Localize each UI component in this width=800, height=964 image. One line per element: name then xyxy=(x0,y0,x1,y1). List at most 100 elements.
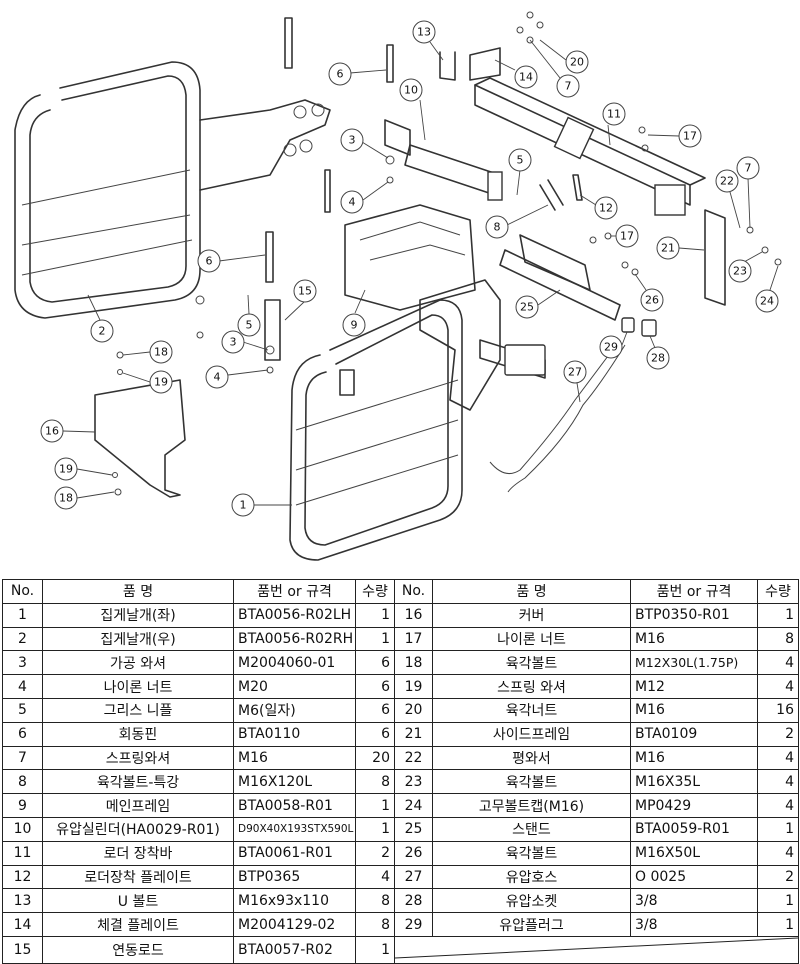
svg-text:3: 3 xyxy=(230,336,237,349)
cell-name: 연동로드 xyxy=(42,935,234,964)
svg-text:7: 7 xyxy=(745,162,752,175)
svg-text:10: 10 xyxy=(404,84,418,97)
cell-name: 나이론 너트 xyxy=(432,626,631,652)
cell-qty: 6 xyxy=(355,674,395,699)
svg-text:6: 6 xyxy=(206,255,213,268)
callout-6a: 6 xyxy=(328,62,387,86)
cell-code: M16 xyxy=(233,745,356,771)
stand xyxy=(499,234,621,321)
svg-text:4: 4 xyxy=(349,196,356,209)
cell-no: 15 xyxy=(2,935,43,964)
cell-name: 그리스 니플 xyxy=(42,697,234,723)
cell-no: 13 xyxy=(2,888,43,914)
cell-qty: 2 xyxy=(757,864,799,890)
svg-text:21: 21 xyxy=(661,242,675,255)
cell-qty: 20 xyxy=(355,745,395,771)
cell-no: 9 xyxy=(2,793,43,818)
svg-text:16: 16 xyxy=(45,425,59,438)
cell-name: 유압호스 xyxy=(432,864,631,890)
cell-name: 커버 xyxy=(432,602,631,628)
callout-15: 15 xyxy=(284,279,317,321)
empty-cell xyxy=(394,935,799,964)
cell-qty: 6 xyxy=(355,697,395,723)
cell-name: 스프링와셔 xyxy=(42,745,234,771)
callout-18a: 18 xyxy=(122,340,173,364)
callout-9: 9 xyxy=(342,289,366,337)
callout-5b: 5 xyxy=(237,294,261,337)
callout-16: 16 xyxy=(40,419,96,443)
header-name: 품 명 xyxy=(432,579,631,604)
svg-text:28: 28 xyxy=(651,352,665,365)
cell-qty: 1 xyxy=(355,626,395,652)
hardware xyxy=(112,11,782,496)
clamp-wing-right xyxy=(14,61,331,319)
svg-text:26: 26 xyxy=(645,294,659,307)
svg-text:24: 24 xyxy=(760,295,774,308)
cell-qty: 1 xyxy=(355,935,395,964)
cell-no: 25 xyxy=(394,816,433,842)
svg-text:15: 15 xyxy=(298,285,312,298)
header-code: 품번 or 규격 xyxy=(630,579,758,604)
cell-code: M16x93x110 xyxy=(233,888,356,914)
svg-text:2: 2 xyxy=(99,325,106,338)
cell-name: 스프링 와셔 xyxy=(432,674,631,699)
cell-no: 6 xyxy=(2,721,43,747)
cell-qty: 1 xyxy=(355,602,395,628)
cell-no: 3 xyxy=(2,650,43,676)
callout-11: 11 xyxy=(602,102,626,146)
exploded-parts-diagram: 1 2 3 3 4 4 5 5 6 6 7 7 8 9 10 11 12 13 … xyxy=(14,11,782,561)
svg-text:11: 11 xyxy=(607,108,621,121)
svg-text:12: 12 xyxy=(599,202,613,215)
callout-23: 23 xyxy=(728,251,763,283)
callout-28: 28 xyxy=(646,335,670,370)
callout-10: 10 xyxy=(399,78,426,141)
cell-no: 19 xyxy=(394,674,433,699)
cell-code: M20 xyxy=(233,674,356,699)
callout-18b: 18 xyxy=(54,486,115,510)
cell-no: 12 xyxy=(2,864,43,890)
cell-code: BTP0365 xyxy=(233,864,356,890)
cell-qty: 1 xyxy=(355,793,395,818)
callout-17b: 17 xyxy=(610,224,639,248)
cell-qty: 6 xyxy=(355,721,395,747)
cell-no: 18 xyxy=(394,650,433,676)
svg-text:25: 25 xyxy=(520,301,534,314)
side-frame xyxy=(704,209,726,306)
svg-text:17: 17 xyxy=(620,230,634,243)
cell-no: 29 xyxy=(394,912,433,937)
callout-22: 22 xyxy=(715,169,741,229)
svg-text:19: 19 xyxy=(154,376,168,389)
cell-no: 28 xyxy=(394,888,433,914)
cell-name: 육각볼트-특강 xyxy=(42,769,234,795)
cell-qty: 2 xyxy=(355,840,395,866)
cell-name: 유압플러그 xyxy=(432,912,631,937)
svg-text:14: 14 xyxy=(519,71,533,84)
loader-bar xyxy=(474,77,706,216)
cell-name: 육각볼트 xyxy=(432,769,631,795)
cell-name: 육각볼트 xyxy=(432,650,631,676)
cell-name: 집게날개(좌) xyxy=(42,602,234,628)
parts-list-table: No. 품 명 품번 or 규격 수량 No. 품 명 품번 or 규격 수량 … xyxy=(2,579,799,964)
callout-3b: 3 xyxy=(221,330,269,354)
svg-text:6: 6 xyxy=(337,68,344,81)
callout-26: 26 xyxy=(634,273,664,312)
callout-12: 12 xyxy=(579,194,618,220)
cell-code: 3/8 xyxy=(630,912,758,937)
cell-qty: 8 xyxy=(757,626,799,652)
cell-no: 8 xyxy=(2,769,43,795)
cell-name: 육각너트 xyxy=(432,697,631,723)
svg-text:27: 27 xyxy=(568,366,582,379)
cell-qty: 8 xyxy=(355,769,395,795)
cell-name: U 볼트 xyxy=(42,888,234,914)
svg-text:22: 22 xyxy=(720,175,734,188)
cell-name: 고무볼트캡(M16) xyxy=(432,793,631,818)
svg-text:4: 4 xyxy=(214,371,221,384)
cell-no: 17 xyxy=(394,626,433,652)
cell-no: 26 xyxy=(394,840,433,866)
